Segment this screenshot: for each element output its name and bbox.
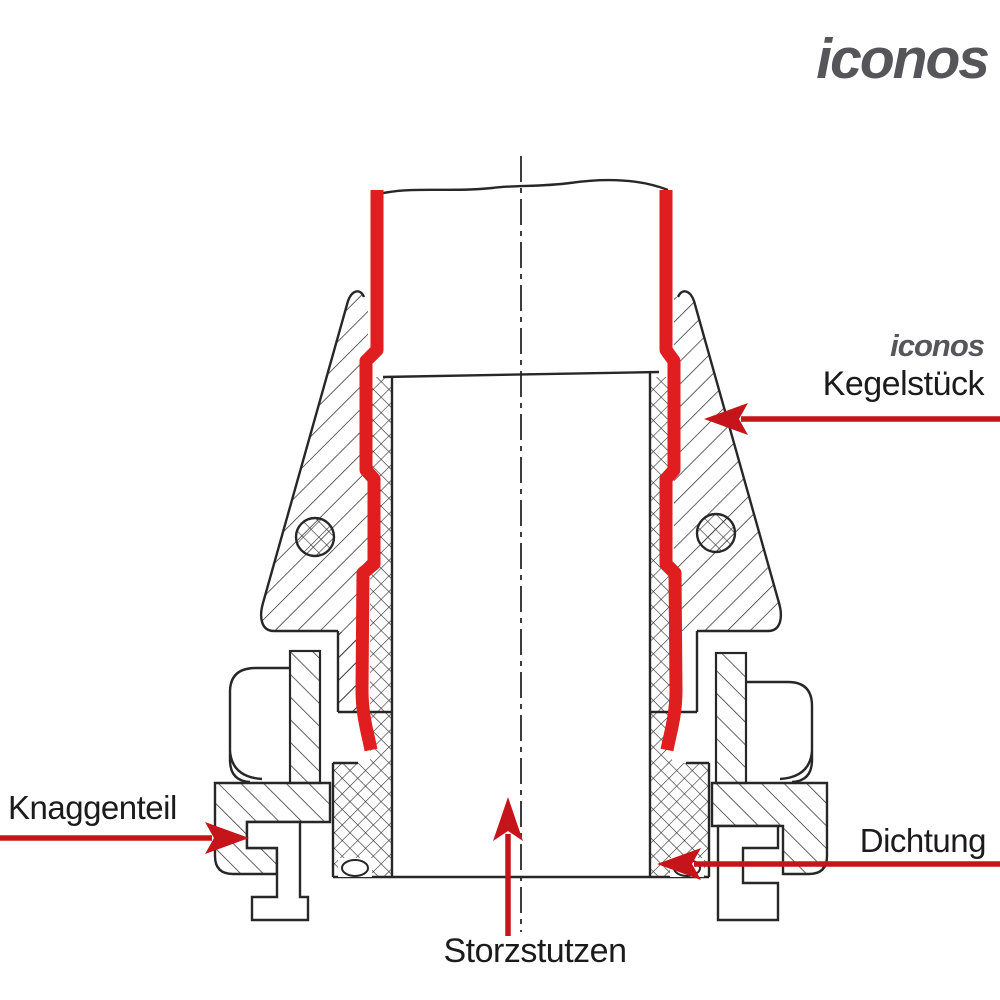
- claw-left: [245, 820, 310, 922]
- stutzen-top-edge: [382, 370, 660, 379]
- highlight-profile-right: [659, 190, 683, 752]
- kegelstueck-arrow-head: [704, 403, 748, 435]
- dichtung-arrow-head: [657, 848, 701, 880]
- kegelstueck-brand-label: iconos: [890, 328, 985, 363]
- kegelstueck-right-section: [674, 291, 781, 631]
- claw-right: [716, 824, 780, 922]
- collar-bars: [288, 649, 748, 785]
- knaggenteil-arrow-head: [205, 822, 249, 854]
- knaggenteil-label: Knaggenteil: [8, 789, 177, 826]
- kegelstueck-annotation: iconos Kegelstück: [822, 328, 985, 404]
- storzstutzen-label: Storzstutzen: [443, 932, 627, 970]
- highlight-profile-lines: [355, 190, 683, 752]
- bolt-holes: [294, 512, 737, 558]
- kegelstueck-left-section: [261, 291, 368, 712]
- storzstutzen-arrow-head: [493, 797, 523, 841]
- pipe-break-line: [371, 178, 669, 198]
- knaggenteil-blocks: [213, 781, 829, 876]
- brand-logo: iconos: [816, 27, 990, 91]
- highlight-profile-left: [355, 190, 384, 752]
- claws: [245, 820, 780, 922]
- kegelstueck-left-tip: [338, 632, 357, 712]
- kegelstueck-label: Kegelstück: [822, 365, 985, 404]
- annotation-arrows: [0, 403, 1000, 936]
- dichtung-label: Dichtung: [859, 822, 987, 859]
- knaggenteil-left-lobe: [228, 666, 290, 784]
- bore-walls: [390, 372, 652, 877]
- knaggenteil-right-lobe: [746, 680, 814, 784]
